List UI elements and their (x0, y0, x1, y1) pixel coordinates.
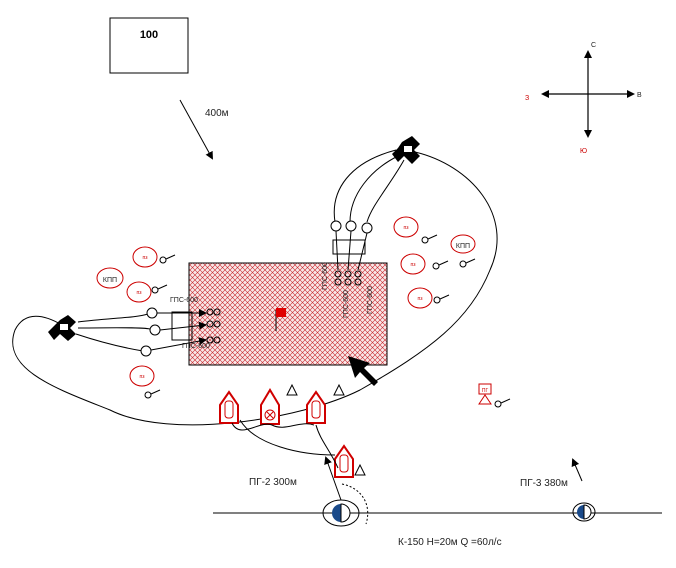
compass-rose: С В З Ю (525, 42, 642, 155)
markers (286, 383, 366, 476)
ps-r1: пз (411, 262, 417, 268)
branch-top: ГПС-600 ГПС-600 ГПС-600 (322, 136, 420, 318)
fire-truck-3 (306, 390, 326, 424)
burning-building (188, 262, 388, 366)
distance-label: 400м (205, 108, 229, 119)
gps-label-right-1: ГПС-600 (322, 262, 329, 290)
scale-box: 100 (109, 17, 189, 74)
fire-truck-1 (219, 390, 239, 424)
branch-left: ГПС-600 ГПС-600 (48, 297, 221, 357)
compass-south: Ю (580, 148, 587, 155)
pump-station-label: ПГ (482, 388, 489, 394)
ps-l1: пз (143, 255, 149, 261)
ps-tr: пз (404, 225, 410, 231)
ps-l2: пз (137, 290, 143, 296)
reservoir-hydrant (322, 483, 369, 527)
ps-l3: пз (140, 374, 146, 380)
hydrant-pg3-icon (572, 502, 596, 522)
hydrant-pg2-label: ПГ-2 300м (249, 477, 297, 488)
perimeter-line (12, 151, 498, 426)
kpp-left: КПП (103, 277, 117, 284)
nozzles (144, 234, 511, 408)
compass-north: С (591, 42, 596, 49)
fire-truck-2 (260, 388, 280, 425)
gps-label-left-bottom: ГПС-600 (182, 343, 210, 350)
hydrant-pg3-label: ПГ-3 380м (520, 478, 568, 489)
kpp-right: КПП (456, 243, 470, 250)
truck-hose-line-3 (239, 419, 336, 456)
personnel-group: пз пз пз пз пз пз КПП КПП (96, 216, 476, 387)
truck-hose-line-2 (315, 424, 339, 469)
attack-arrow (348, 356, 378, 386)
gps-label-right-2: ГПС-600 (343, 290, 350, 318)
gps-label-left-top: ГПС-600 (170, 297, 198, 304)
approach-arrow: 400м (179, 99, 229, 160)
scale-value: 100 (140, 29, 158, 41)
pump-station-icon: ПГ (478, 383, 492, 405)
gps-label-right-3: ГПС-600 (367, 286, 374, 314)
ps-r2: пз (418, 296, 424, 302)
truck-hose-line (231, 422, 315, 431)
compass-east: В (637, 92, 642, 99)
reservoir-label: К-150 Н=20м Q =60л/с (398, 537, 502, 548)
compass-west: З (525, 95, 529, 102)
fire-truck-4 (334, 444, 354, 478)
fire-flag-icon (276, 308, 286, 317)
